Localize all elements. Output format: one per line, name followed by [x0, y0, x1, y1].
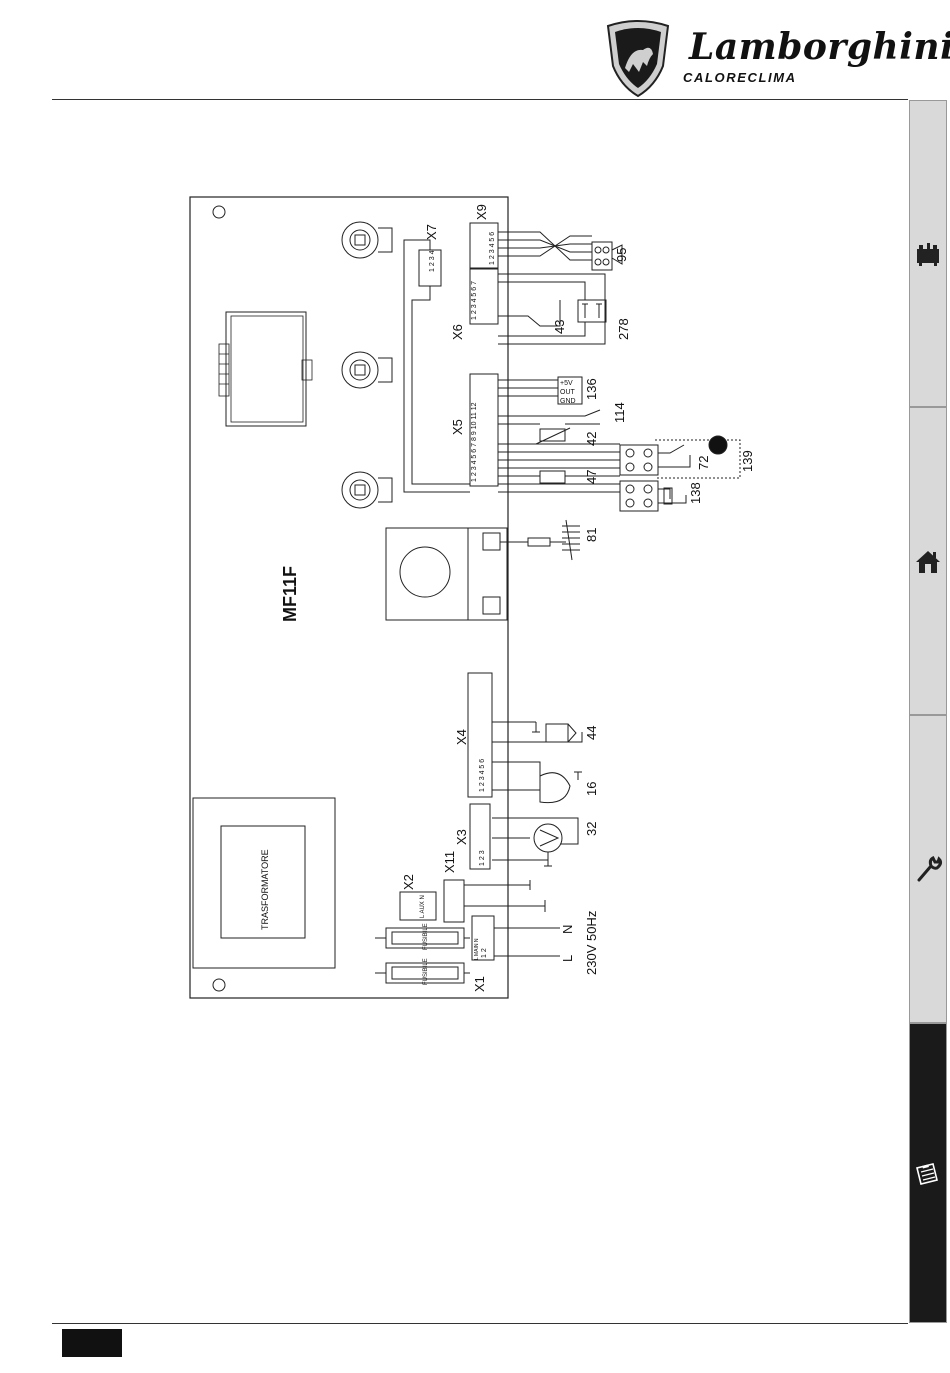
component-32: 32 [584, 822, 599, 836]
component-16: 16 [584, 782, 599, 796]
pins-x1: 1 2 [481, 948, 488, 958]
board-name: MF11F [280, 566, 300, 622]
component-95: 95 [614, 248, 629, 262]
component-136: 136 [584, 378, 599, 400]
sensor-pin-gnd: GND [560, 398, 576, 405]
fuse-label: FUSIBILE [423, 923, 429, 950]
knob[interactable] [342, 472, 392, 508]
line-label: L [560, 955, 575, 962]
component-139: 139 [740, 450, 755, 472]
label-x2: X2 [401, 874, 416, 890]
pins-x5: 1 2 3 4 5 6 7 8 9 10 11 12 [471, 402, 478, 482]
connector-x11 [444, 880, 464, 922]
display [226, 312, 306, 426]
pins-x7: 1 2 3 4 [429, 250, 436, 272]
knob[interactable] [342, 352, 392, 388]
component-278: 278 [616, 318, 631, 340]
component-44: 44 [584, 726, 599, 740]
terminal-block [620, 445, 658, 475]
mount-hole [213, 206, 225, 218]
label-x11: X11 [442, 851, 457, 873]
label-x6: X6 [450, 324, 465, 340]
knob[interactable] [342, 222, 392, 258]
connector-x2 [400, 892, 436, 920]
label-x1: X1 [472, 976, 487, 992]
label-x7: X7 [424, 224, 439, 240]
wire-x7 [412, 286, 470, 484]
sensor-pin-5v: +5V [560, 380, 573, 387]
label-x3: X3 [454, 829, 469, 845]
pins-x6: 1 2 3 4 5 6 7 [471, 281, 478, 320]
wire-x7 [404, 240, 470, 492]
component-81: 81 [584, 528, 599, 542]
label-x4: X4 [454, 729, 469, 745]
component-47: 47 [584, 470, 599, 484]
fuse-label: FUSIBILE [423, 958, 429, 985]
neutral-label: N [560, 925, 575, 934]
label-x9: X9 [474, 204, 489, 220]
component-72: 72 [696, 456, 711, 470]
relay-block [386, 528, 507, 620]
sensor-pin-out: OUT [560, 389, 576, 396]
pins-x3: 1 2 3 [479, 850, 486, 866]
label-x5: X5 [450, 419, 465, 435]
mount-hole [213, 979, 225, 991]
pins-x9: 1 2 3 4 5 6 [489, 232, 496, 265]
component-42: 42 [584, 432, 599, 446]
terminal-block [620, 481, 658, 511]
pins-x2: L AUX N [420, 895, 426, 918]
component-43: 43 [552, 320, 567, 334]
pcb-outline [190, 197, 508, 998]
component-114: 114 [612, 402, 627, 423]
pins-x4: 1 2 3 4 5 6 [479, 759, 486, 792]
footer-rule [52, 1323, 908, 1324]
supply-label: 230V 50Hz [584, 911, 599, 975]
pins-x1-main: L MAIN N [474, 938, 480, 960]
page-number-box [62, 1329, 122, 1357]
transformer-label: TRASFORMATORE [260, 849, 270, 930]
component-138: 138 [688, 482, 703, 504]
